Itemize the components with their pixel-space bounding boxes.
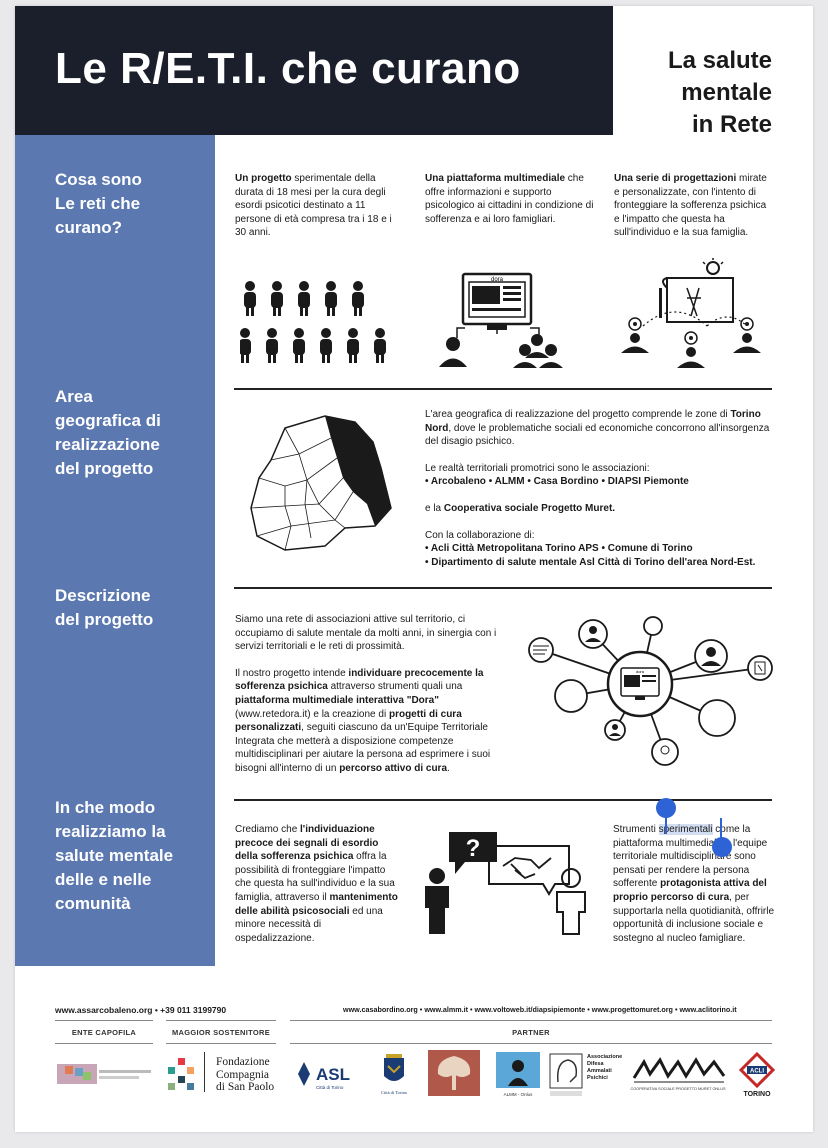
asl-logo-text: ASL xyxy=(316,1065,350,1084)
footer-divider xyxy=(55,1043,153,1044)
subtitle-line: La salute xyxy=(667,47,772,74)
area-text: L'area geografica di realizzazione del p… xyxy=(425,409,770,568)
asl-logo-subtext: Città di Torino xyxy=(316,1085,344,1090)
label-maggior-sostenitore: MAGGIOR SOSTENITORE xyxy=(171,1028,271,1037)
selection-start-caret[interactable] xyxy=(665,810,667,834)
descrizione-text: Siamo una rete di associazioni attive su… xyxy=(235,614,497,774)
citta-torino-logo: Città di Torino xyxy=(381,1054,408,1095)
selection-start-handle[interactable] xyxy=(656,798,676,818)
section-divider xyxy=(234,388,772,390)
acli-logo: ACLI TORINO xyxy=(739,1052,775,1098)
casa-bordino-logo xyxy=(428,1050,480,1096)
section-heading-area: Area geografica di realizzazione del pro… xyxy=(55,387,161,478)
footer-divider xyxy=(166,1043,276,1044)
muret-logo-text: COOPERATIVA SOCIALE PROGETTO MURET ONLUS xyxy=(630,1087,726,1091)
page-title: Le R/E.T.I. che curano xyxy=(55,44,521,93)
footer-divider xyxy=(290,1020,772,1021)
subtitle-line: in Rete xyxy=(691,111,772,138)
footer-contact: www.assarcobaleno.org • +39 011 3199790 xyxy=(55,1005,227,1015)
section-heading-modo: In che modo realizziamo la salute mental… xyxy=(55,798,174,913)
modo-right-text[interactable]: Strumenti sperimentali come la piattafor… xyxy=(613,824,775,944)
label-ente-capofila: ENTE CAPOFILA xyxy=(71,1028,137,1037)
almm-logo-text: ALMM - Onlus xyxy=(504,1092,534,1097)
citta-logo-text: Città di Torino xyxy=(381,1090,408,1095)
asl-logo: ASL Città di Torino xyxy=(298,1062,350,1090)
handshake-dialogue-icon: ? xyxy=(425,832,586,935)
dora-screen-label: dora xyxy=(491,277,504,283)
torino-map-icon xyxy=(250,415,392,551)
footer-divider xyxy=(55,1020,153,1021)
footer-divider xyxy=(290,1043,772,1044)
arcobaleno-logo xyxy=(57,1064,151,1084)
cosa-col1-text: Un progetto sperimentale della durata di… xyxy=(235,173,392,239)
sidebar xyxy=(15,135,215,966)
almm-logo: ALMM - Onlus xyxy=(496,1052,540,1097)
footer-partner-links: www.casabordino.org • www.almm.it • www.… xyxy=(343,1005,737,1014)
footer-divider xyxy=(166,1020,276,1021)
section-heading-cosa-sono: Cosa sono Le reti che curano? xyxy=(55,170,142,237)
text-selection[interactable]: sperimentali xyxy=(658,824,713,835)
platform-monitor-icon: dora xyxy=(439,272,563,368)
muret-logo: COOPERATIVA SOCIALE PROGETTO MURET ONLUS xyxy=(630,1057,726,1091)
subtitle-line: mentale xyxy=(681,79,772,106)
label-partner: PARTNER xyxy=(512,1028,550,1037)
title-bar xyxy=(15,6,613,135)
acli-badge-text: ACLI xyxy=(750,1069,764,1075)
diapsi-logo xyxy=(549,1053,583,1096)
selection-end-caret[interactable] xyxy=(720,818,722,842)
section-divider xyxy=(234,799,772,801)
network-icon: dora xyxy=(528,616,773,766)
question-mark: ? xyxy=(466,835,481,862)
section-divider xyxy=(234,587,772,589)
fondazione-mark xyxy=(168,1058,194,1090)
selection-end-handle[interactable] xyxy=(712,837,732,857)
page-subtitle: La salute mentale in Rete xyxy=(620,45,772,141)
acli-logo-text: TORINO xyxy=(743,1091,771,1098)
dora-screen-label: dora xyxy=(636,669,645,674)
cosa-col2-text: Una piattaforma multimediale che offre i… xyxy=(425,173,594,225)
section-heading-descrizione: Descrizione del progetto xyxy=(55,586,154,629)
people-group-icon xyxy=(240,281,386,363)
planning-icon xyxy=(621,258,761,368)
cosa-col3-text: Una serie di progettazioni mirate e pers… xyxy=(614,173,767,239)
modo-left-text: Crediamo che l'individuazione precoce de… xyxy=(235,824,398,944)
